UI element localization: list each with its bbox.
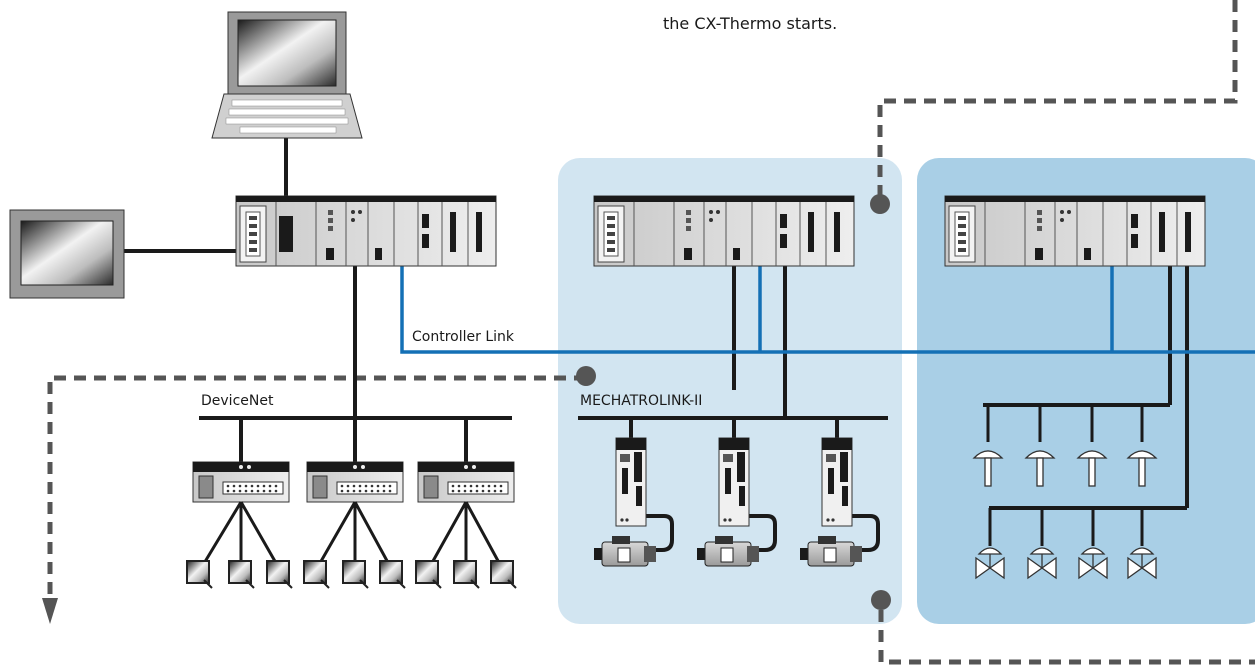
controller-link-label: Controller Link: [412, 329, 514, 345]
devicenet-label: DeviceNet: [201, 393, 274, 409]
io-terminal-icon: [192, 461, 290, 503]
touch-panel-icon: [9, 209, 125, 299]
servo-driver-icon: [718, 437, 750, 527]
ethernet-port: [279, 216, 293, 252]
temperature-sensor-drops: [986, 405, 1144, 442]
sensor-icon: [186, 560, 517, 589]
caption-text: the CX-Thermo starts.: [663, 14, 838, 33]
controller-link-cable: [400, 254, 1255, 354]
dashed-communication-path: [47, 0, 1255, 665]
plc-rack-icon: [944, 195, 1206, 267]
plc-rack-icon: [235, 195, 497, 267]
down-arrow-icon: [42, 598, 58, 624]
servo-driver-icon: [615, 437, 647, 527]
connection-dot: [576, 366, 596, 386]
sensor-wires: [198, 501, 505, 571]
io-terminal-icon: [417, 461, 515, 503]
valve-drops: [988, 508, 1144, 546]
connection-dot: [871, 590, 891, 610]
motor-cables: [646, 514, 880, 552]
io-terminal-icon: [306, 461, 404, 503]
connection-dot: [870, 194, 890, 214]
servo-driver-icon: [821, 437, 853, 527]
mechatrolink-label: MECHATROLINK-II: [580, 393, 703, 409]
plc-rack-icon: [593, 195, 855, 267]
network-cables: [122, 138, 1189, 510]
laptop-icon: [211, 11, 363, 139]
